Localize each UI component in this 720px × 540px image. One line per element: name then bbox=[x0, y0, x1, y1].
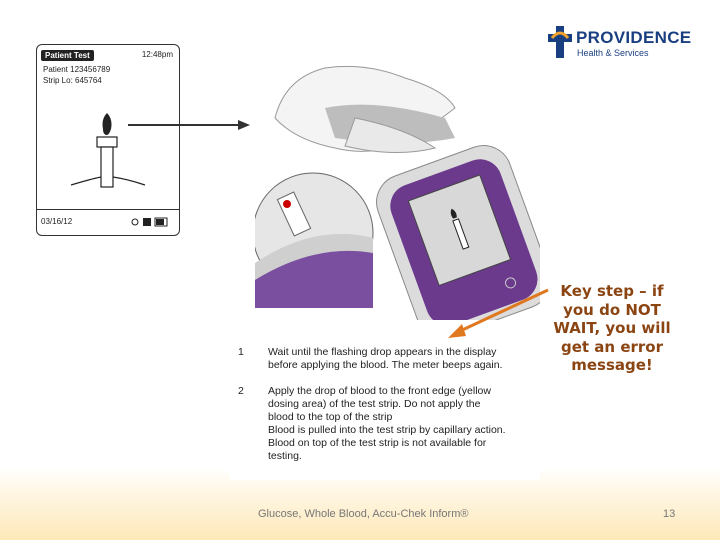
key-step-callout: Key step – if you do NOT WAIT, you will … bbox=[532, 282, 692, 375]
footer-text: Glucose, Whole Blood, Accu-Chek Inform® bbox=[258, 508, 469, 520]
battery-icon bbox=[131, 217, 168, 227]
screen-strip-lot: Strip Lo: 645764 bbox=[43, 76, 102, 85]
logo-subtitle: Health & Services bbox=[577, 48, 649, 58]
screen-date: 03/16/12 bbox=[41, 217, 73, 226]
providence-logo: PROVIDENCE Health & Services bbox=[548, 24, 698, 64]
orange-arrow-icon bbox=[448, 288, 549, 338]
meter-screen-illustration: Patient Test 12:48pm Patient 123456789 S… bbox=[36, 44, 180, 236]
page-number: 13 bbox=[663, 508, 676, 520]
step-number: 2 bbox=[238, 385, 244, 397]
screen-separator bbox=[37, 209, 179, 210]
step-2-line-1: Apply the drop of blood to the front edg… bbox=[268, 385, 491, 397]
screen-patient: Patient 123456789 bbox=[43, 65, 111, 74]
callout-line-5: message! bbox=[571, 356, 653, 374]
step-2-line-3: blood to the top of the strip bbox=[268, 411, 393, 423]
step-2-line-4: Blood is pulled into the test strip by c… bbox=[268, 424, 506, 436]
step-2-line-2: dosing area) of the test strip. Do not a… bbox=[268, 398, 481, 410]
screen-time: 12:48pm bbox=[141, 50, 173, 59]
callout-line-2: you do NOT bbox=[563, 300, 661, 319]
footer-band bbox=[0, 468, 720, 540]
step-1-line-2: before applying the blood. The meter bee… bbox=[268, 359, 503, 371]
step-number: 1 bbox=[238, 346, 244, 358]
test-strip-drop-icon bbox=[70, 113, 146, 188]
callout-line-1: Key step – if bbox=[560, 282, 664, 300]
logo-name: PROVIDENCE bbox=[576, 28, 692, 47]
step-2-line-6: testing. bbox=[268, 450, 302, 462]
step-2-line-5: Blood on top of the test strip is not av… bbox=[268, 437, 487, 449]
arrow-head-icon bbox=[238, 120, 250, 130]
screen-header: Patient Test bbox=[41, 50, 94, 61]
cross-icon bbox=[548, 26, 572, 58]
instruction-panel: 1 Wait until the flashing drop appears i… bbox=[230, 330, 540, 480]
callout-line-3: WAIT, you will bbox=[553, 319, 671, 337]
callout-line-4: get an error bbox=[561, 337, 663, 356]
pointer-arrow bbox=[128, 124, 240, 126]
meter-photo bbox=[252, 48, 552, 338]
step-1-line-1: Wait until the flashing drop appears in … bbox=[268, 346, 497, 358]
